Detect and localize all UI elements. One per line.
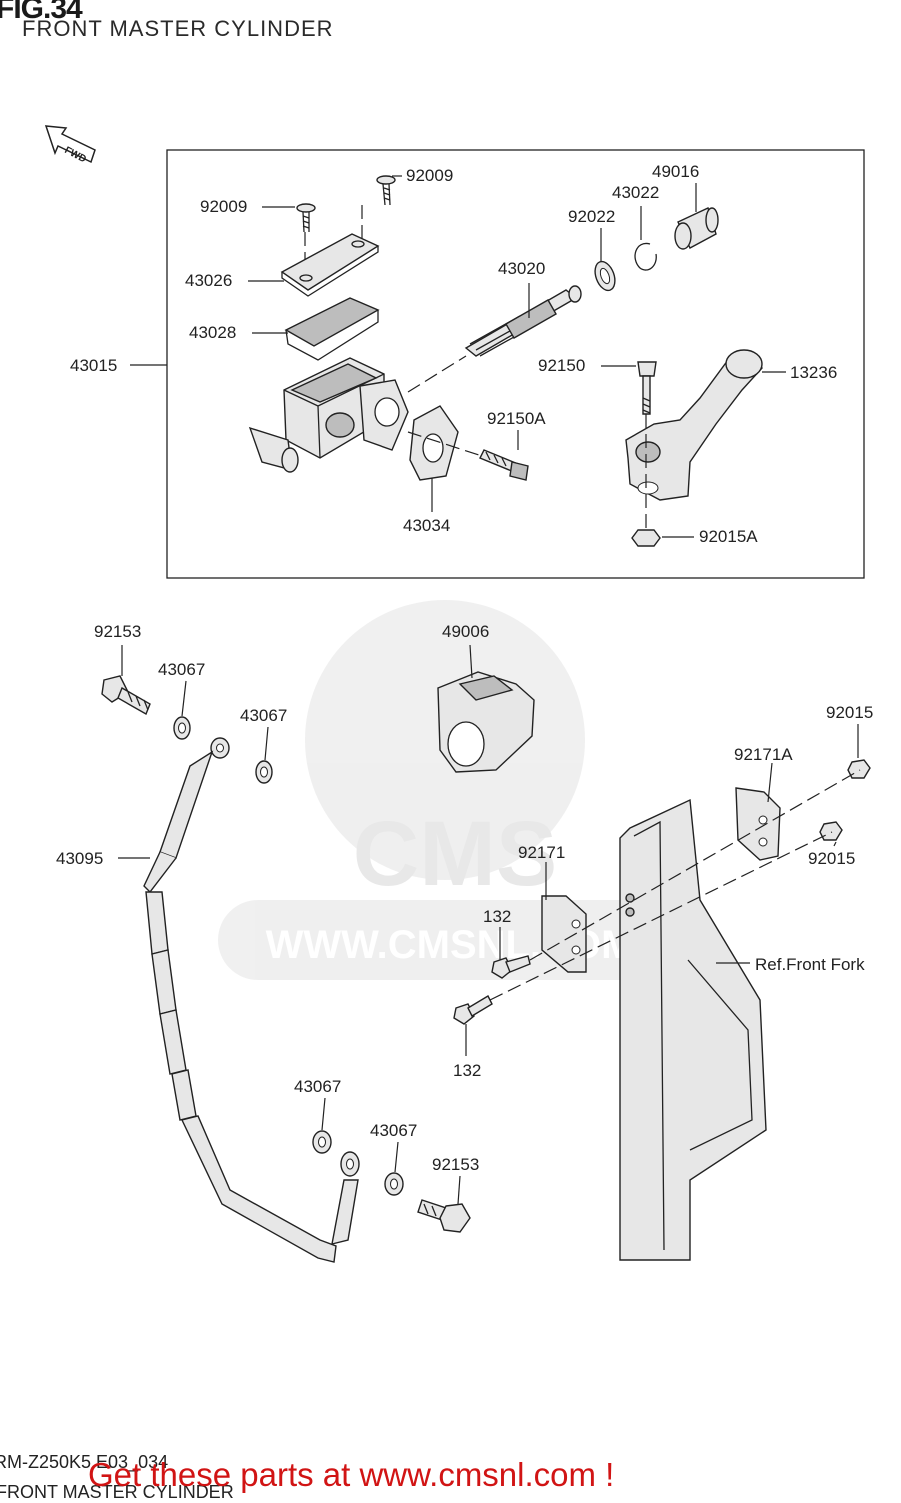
part-label-92150A: 92150A [487, 409, 546, 428]
footer-model-code: RM-Z250K5 E03_034 [0, 1452, 169, 1472]
part-label-92022: 92022 [568, 207, 616, 226]
part-label-92171A: 92171A [734, 745, 793, 764]
circlip-43022 [634, 242, 657, 271]
part-label-43015: 43015 [70, 356, 118, 375]
piston-43020 [464, 285, 582, 357]
part-label-92153-top: 92153 [94, 622, 142, 641]
nut-92015A [631, 529, 661, 547]
part-label-49006: 49006 [442, 622, 490, 641]
part-label-43026: 43026 [185, 271, 233, 290]
bolt-92150A [479, 449, 529, 481]
part-label-43034: 43034 [403, 516, 451, 535]
clamp-43034 [409, 405, 459, 481]
part-label-43067-d: 43067 [370, 1121, 418, 1140]
part-label-43095: 43095 [56, 849, 104, 868]
part-label-43020: 43020 [498, 259, 546, 278]
figure-number: FIG.34 [0, 0, 83, 25]
part-label-43028: 43028 [189, 323, 237, 342]
part-label-92015-top: 92015 [826, 703, 874, 722]
part-label-92171: 92171 [518, 843, 566, 862]
part-label-92153-bottom: 92153 [432, 1155, 480, 1174]
part-label-43067-a: 43067 [158, 660, 206, 679]
part-label-92015-right: 92015 [808, 849, 856, 868]
part-label-43022: 43022 [612, 183, 660, 202]
master-cylinder-43015 [248, 357, 409, 473]
boot-49016 [674, 207, 719, 250]
lever-13236 [625, 349, 763, 501]
part-label-49016: 49016 [652, 162, 700, 181]
part-label-132-top: 132 [483, 907, 512, 926]
part-label-132-bottom: 132 [453, 1061, 482, 1080]
bolt-92150 [637, 361, 657, 415]
bracket-92171A [735, 787, 781, 861]
part-label-43067-b: 43067 [240, 706, 288, 725]
part-label-92150: 92150 [538, 356, 586, 375]
part-label-92015A: 92015A [699, 527, 758, 546]
ref-front-fork-label: Ref.Front Fork [755, 955, 865, 974]
part-label-92009-top: 92009 [406, 166, 454, 185]
promo-link[interactable]: Get these parts at www.cmsnl.com ! [88, 1456, 615, 1493]
bolt-132-bottom [453, 995, 493, 1025]
screw-92009-left [296, 203, 316, 233]
banjo-bolt-92153-top [101, 675, 151, 716]
front-fork [619, 798, 767, 1261]
brake-hose-43095 [143, 737, 360, 1263]
part-label-43067-c: 43067 [294, 1077, 342, 1096]
leader-lines [118, 175, 859, 1205]
bolt-132-top [491, 955, 531, 979]
banjo-bolt-92153-bottom [417, 1199, 471, 1233]
watermark-brand: CMS [353, 803, 557, 905]
nut-92015-right [819, 821, 843, 841]
assembly-box [166, 149, 865, 579]
diaphragm-43028 [284, 297, 380, 347]
screw-92009-right [376, 175, 396, 206]
part-label-13236: 13236 [790, 363, 838, 382]
figure-title: FRONT MASTER CYLINDER [22, 16, 334, 41]
clamp-92171 [541, 895, 587, 973]
footer-section-name: FRONT MASTER CYLINDER [0, 1482, 234, 1502]
cover-49006 [437, 671, 535, 773]
part-label-92009-left: 92009 [200, 197, 248, 216]
fwd-arrow-icon: FWD [44, 125, 96, 165]
watermark-logo: CMS WWW.CMSNL.COM [218, 600, 688, 980]
